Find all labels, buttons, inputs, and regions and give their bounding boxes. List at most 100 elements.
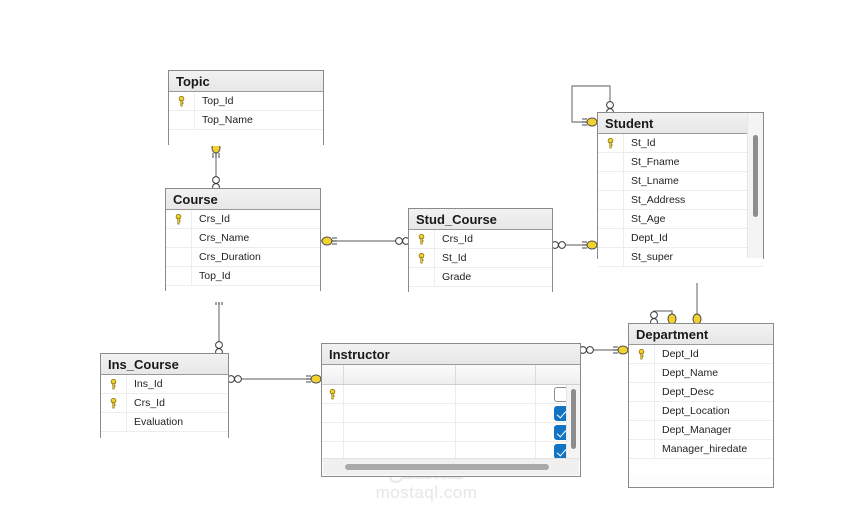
column-name: Top_Id (202, 95, 234, 107)
connector-end-many-instructor (579, 346, 594, 354)
table-row[interactable] (322, 404, 580, 423)
column-name (344, 404, 456, 422)
table-row[interactable]: St_Address (598, 191, 763, 210)
vertical-scrollbar-thumb[interactable] (571, 389, 576, 449)
table-row[interactable]: Dept_Id (629, 345, 773, 364)
connector-end-many-stud-course-2 (551, 241, 566, 249)
table-row[interactable]: Dept_Location (629, 402, 773, 421)
table-row[interactable]: Ins_Id (101, 375, 228, 394)
key-cell (169, 92, 195, 110)
key-cell (629, 383, 655, 401)
key-cell (629, 440, 655, 458)
key-cell (166, 248, 192, 266)
grid-header-allow-nulls (536, 365, 586, 384)
column-name: Dept_Desc (662, 386, 714, 398)
column-name: St_super (631, 251, 674, 263)
primary-key-icon (110, 378, 117, 389)
horizontal-scrollbar-thumb[interactable] (345, 464, 549, 470)
table-row[interactable]: Grade (409, 268, 552, 287)
column-name: St_Age (631, 213, 666, 225)
table-row[interactable]: St_Lname (598, 172, 763, 191)
column-name: St_Address (631, 194, 686, 206)
vertical-scrollbar[interactable] (566, 385, 580, 459)
connector-end-one-student (581, 240, 598, 250)
key-cell (629, 345, 655, 363)
primary-key-icon (329, 388, 336, 399)
table-row[interactable]: Crs_Duration (166, 248, 320, 267)
column-name: Crs_Name (199, 232, 250, 244)
column-name: Dept_Name (662, 367, 719, 379)
key-cell (629, 421, 655, 439)
column-name (344, 442, 456, 460)
data-type (456, 385, 536, 403)
connector-end-one-course (321, 236, 338, 246)
table-row[interactable]: Top_Name (169, 111, 323, 130)
key-cell (598, 248, 624, 266)
table-row[interactable] (322, 385, 580, 404)
key-cell (166, 267, 192, 285)
table-empty-area (598, 267, 763, 283)
column-name: St_Id (631, 137, 656, 149)
table-title-student: Student (598, 113, 763, 134)
key-cell (322, 423, 344, 441)
connector-student-self[interactable] (571, 85, 611, 123)
data-type (456, 404, 536, 422)
column-name: Manager_hiredate (662, 443, 748, 455)
table-instructor[interactable]: Instructor (321, 343, 581, 477)
vertical-scrollbar-thumb[interactable] (753, 135, 758, 217)
table-row[interactable]: Crs_Name (166, 229, 320, 248)
key-cell (322, 442, 344, 460)
key-cell (101, 394, 127, 412)
connector-end-one-instructor (305, 374, 322, 384)
key-cell (598, 172, 624, 190)
table-empty-area (409, 287, 552, 303)
table-row[interactable]: Dept_Desc (629, 383, 773, 402)
table-row[interactable]: St_Id (598, 134, 763, 153)
column-name: Dept_Id (662, 348, 699, 360)
table-row[interactable]: Dept_Manager (629, 421, 773, 440)
table-row[interactable]: St_super (598, 248, 763, 267)
connector-end-one-department (612, 345, 629, 355)
key-cell (409, 230, 435, 248)
column-name: St_Lname (631, 175, 679, 187)
key-cell (409, 268, 435, 286)
table-row[interactable]: Dept_Name (629, 364, 773, 383)
horizontal-scrollbar[interactable] (323, 458, 579, 475)
table-row[interactable]: Top_Id (166, 267, 320, 286)
table-row[interactable]: Top_Id (169, 92, 323, 111)
column-name: Grade (442, 271, 472, 283)
table-empty-area (166, 286, 320, 302)
table-row[interactable]: Evaluation (101, 413, 228, 432)
column-name: Crs_Id (442, 233, 473, 245)
column-name (344, 423, 456, 441)
table-title-course: Course (166, 189, 320, 210)
table-row[interactable]: Crs_Id (166, 210, 320, 229)
key-cell (169, 111, 195, 129)
key-cell (409, 249, 435, 267)
primary-key-icon (638, 348, 645, 359)
table-row[interactable]: Crs_Id (409, 230, 552, 249)
table-row[interactable]: Manager_hiredate (629, 440, 773, 459)
table-row[interactable]: St_Age (598, 210, 763, 229)
vertical-scrollbar[interactable] (747, 113, 763, 258)
column-name (344, 385, 456, 403)
table-row[interactable]: Dept_Id (598, 229, 763, 248)
table-row[interactable]: St_Id (409, 249, 552, 268)
key-cell (598, 153, 624, 171)
grid-header-column-name (344, 365, 456, 384)
table-row[interactable] (322, 423, 580, 442)
column-name: Dept_Manager (662, 424, 732, 436)
table-empty-area (629, 459, 773, 475)
table-row[interactable]: St_Fname (598, 153, 763, 172)
column-name: St_Fname (631, 156, 680, 168)
table-row[interactable]: Crs_Id (101, 394, 228, 413)
key-cell (598, 191, 624, 209)
